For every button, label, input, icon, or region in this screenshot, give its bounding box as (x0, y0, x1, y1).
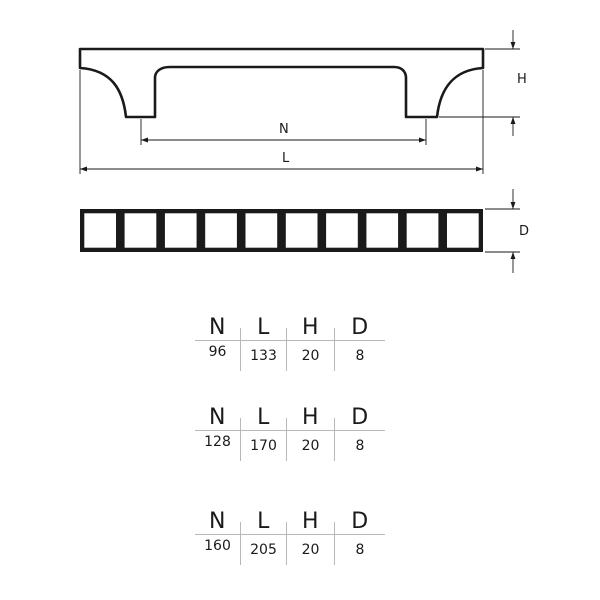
spec-table-header: N L H D (195, 404, 385, 430)
handle-side-outline (78, 47, 485, 119)
value-cell: 128 (204, 434, 231, 450)
header-cell: H (286, 405, 334, 430)
value-cell: 20 (286, 431, 334, 461)
top-view-segments (83, 212, 480, 249)
depth-label: D (519, 224, 529, 239)
header-cell: H (286, 509, 334, 534)
spec-table-row: 96 133 20 8 (195, 340, 385, 371)
handle-side-view (78, 47, 485, 119)
depth-dimension: D (485, 189, 529, 273)
length-label: L (282, 151, 290, 166)
spec-table-row: 128 170 20 8 (195, 430, 385, 461)
height-label: H (517, 72, 527, 87)
spec-table-1: N L H D 96 133 20 8 (195, 314, 385, 371)
value-cell: 8 (334, 535, 385, 565)
header-cell: N (209, 508, 226, 534)
top-view-segment (285, 212, 319, 249)
hole-spacing-dimension: N (140, 119, 427, 145)
header-cell: D (334, 315, 385, 340)
top-view-segment (83, 212, 117, 249)
handle-top-view (80, 209, 483, 252)
header-cell: L (240, 405, 286, 430)
top-view-segment (325, 212, 359, 249)
top-view-segment (446, 212, 480, 249)
value-cell: 205 (240, 535, 286, 565)
value-cell: 160 (204, 538, 231, 554)
handle-technical-drawing: H N L D (78, 30, 529, 273)
header-cell: N (209, 404, 226, 430)
value-cell: 8 (334, 431, 385, 461)
top-view-segment (365, 212, 399, 249)
value-cell: 20 (286, 341, 334, 371)
top-view-segment (124, 212, 157, 249)
spec-table-row: 160 205 20 8 (195, 534, 385, 565)
top-view-segment (204, 212, 238, 249)
value-cell: 96 (208, 344, 227, 360)
hole-spacing-label: N (279, 122, 289, 137)
height-dimension: H (439, 30, 527, 136)
header-cell: L (240, 315, 286, 340)
header-cell: D (334, 509, 385, 534)
spec-table-2: N L H D 128 170 20 8 (195, 404, 385, 461)
value-cell: 133 (240, 341, 286, 371)
spec-table-header: N L H D (195, 508, 385, 534)
value-cell: 20 (286, 535, 334, 565)
top-view-segment (244, 212, 278, 249)
header-cell: D (334, 405, 385, 430)
value-cell: 8 (334, 341, 385, 371)
spec-table-3: N L H D 160 205 20 8 (195, 508, 385, 565)
header-cell: L (240, 509, 286, 534)
header-cell: H (286, 315, 334, 340)
value-cell: 170 (240, 431, 286, 461)
header-cell: N (209, 314, 226, 340)
top-view-segment (164, 212, 198, 249)
spec-table-header: N L H D (195, 314, 385, 340)
length-dimension: L (79, 70, 484, 174)
top-view-segment (406, 212, 439, 249)
